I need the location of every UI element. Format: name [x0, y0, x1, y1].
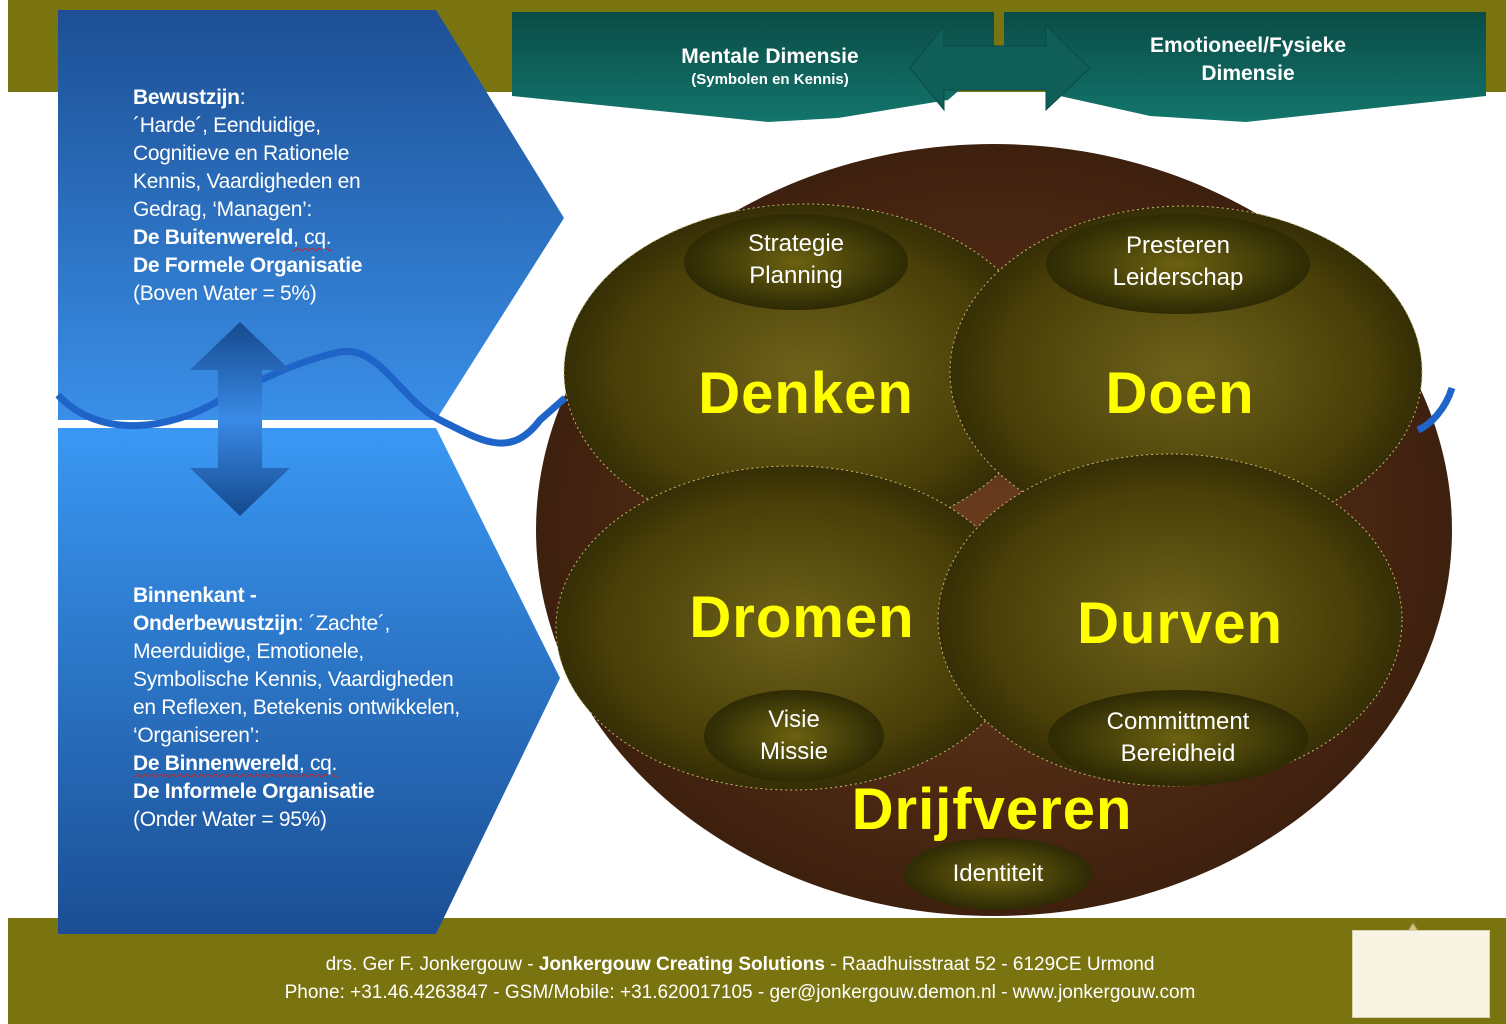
footer-band [8, 918, 1506, 1024]
visie-ellipse [704, 690, 884, 782]
lower-panel-text: Binnenkant - Onderbewustzijn: ´Zachte´, … [133, 582, 533, 834]
upper-panel-colon: : [239, 86, 246, 109]
lower-panel-line4: ‘Organiseren’: [133, 724, 260, 747]
lower-panel-heading1: Binnenkant - [133, 584, 257, 607]
double-arrow-vertical [190, 322, 290, 516]
committment-text: Committment [1106, 708, 1250, 735]
strategie-text: Strategie [747, 230, 845, 257]
visie-label: Visie Missie [714, 704, 874, 768]
presteren-text: Presteren [1125, 232, 1231, 259]
lower-panel-binnenwereld: De Binnenwereld [133, 752, 299, 775]
upper-panel-text: Bewustzijn: ´Harde´, Eenduidige, Cogniti… [133, 84, 433, 308]
identiteit-text: Identiteit [952, 860, 1044, 887]
presteren-label: Presteren Leiderschap [1058, 230, 1298, 294]
upper-panel-buitenwereld: De Buitenwereld [133, 226, 294, 249]
upper-panel-percentage: (Boven Water = 5%) [133, 282, 317, 305]
footer-name: drs. Ger F. Jonkergouw - [325, 954, 539, 975]
emotional-dimension-banner [1004, 12, 1486, 122]
upper-panel-formele-organisatie: De Formele Organisatie [133, 254, 363, 277]
mental-dimension-banner [512, 12, 994, 122]
water-wave-line-right [1416, 386, 1456, 434]
emotional-dimension-line1: Emotioneel/Fysieke [1149, 34, 1347, 57]
missie-text: Missie [759, 738, 828, 765]
lower-panel-heading2: Onderbewustzijn [133, 612, 298, 635]
upper-panel-line3: Kennis, Vaardigheden en [133, 170, 361, 193]
planning-text: Planning [749, 262, 843, 289]
upper-panel-line2: Cognitieve en Rationele [133, 142, 350, 165]
upper-panel-line1: ´Harde´, Eenduidige, [133, 114, 321, 137]
company-logo [1352, 930, 1490, 1018]
visie-text: Visie [768, 706, 820, 733]
lower-chevron-panel [58, 428, 560, 934]
bereidheid-text: Bereidheid [1120, 740, 1236, 767]
committment-ellipse [1048, 690, 1308, 786]
lower-panel-line3: en Reflexen, Betekenis ontwikkelen, [133, 696, 460, 719]
drijfveren-title: Drijfveren [851, 777, 1133, 842]
emotional-dimension-line2: Dimensie [1201, 62, 1295, 85]
footer-company: Jonkergouw Creating Solutions [538, 954, 825, 975]
mental-dimension-title: Mentale Dimensie (Symbolen en Kennis) [640, 44, 900, 90]
durven-ellipse [937, 453, 1403, 787]
durven-title: Durven [1077, 591, 1283, 656]
upper-panel-heading: Bewustzijn [133, 86, 240, 109]
double-arrow-horizontal [909, 24, 1091, 112]
leiderschap-text: Leiderschap [1112, 264, 1244, 291]
lower-panel-informele-organisatie: De Informele Organisatie [133, 780, 375, 803]
lower-panel-heading2-suffix: : ´Zachte´, [297, 612, 391, 635]
committment-label: Committment Bereidheid [1058, 706, 1298, 770]
strategie-label: Strategie Planning [696, 228, 896, 292]
upper-panel-line4: Gedrag, ‘Managen’: [133, 198, 313, 221]
upper-panel-cq: , cq. [293, 226, 332, 249]
lower-panel-line2: Symbolische Kennis, Vaardigheden [133, 668, 454, 691]
doen-title: Doen [1105, 361, 1255, 426]
mental-dimension-heading: Mentale Dimensie [681, 45, 859, 68]
upper-chevron-panel [58, 10, 564, 420]
dromen-title: Dromen [689, 585, 915, 650]
emotional-dimension-title: Emotioneel/Fysieke Dimensie [1110, 32, 1386, 88]
footer-address: - Raadhuisstraat 52 - 6129CE Urmond [824, 954, 1155, 975]
identiteit-ellipse [904, 838, 1092, 910]
footer-contact-line1: drs. Ger F. Jonkergouw - Jonkergouw Crea… [0, 954, 1480, 976]
water-wave-line [55, 347, 568, 447]
lower-panel-cq: , cq. [298, 752, 338, 775]
lower-panel-line1: Meerduidige, Emotionele, [133, 640, 364, 663]
identiteit-label: Identiteit [918, 858, 1078, 890]
mental-dimension-subtitle: (Symbolen en Kennis) [691, 71, 849, 88]
footer-contact-line2: Phone: +31.46.4263847 - GSM/Mobile: +31.… [284, 982, 1196, 1003]
strategie-ellipse [684, 214, 908, 310]
presteren-ellipse [1046, 214, 1310, 314]
lower-panel-percentage: (Onder Water = 95%) [133, 808, 327, 831]
denken-title: Denken [698, 361, 914, 426]
